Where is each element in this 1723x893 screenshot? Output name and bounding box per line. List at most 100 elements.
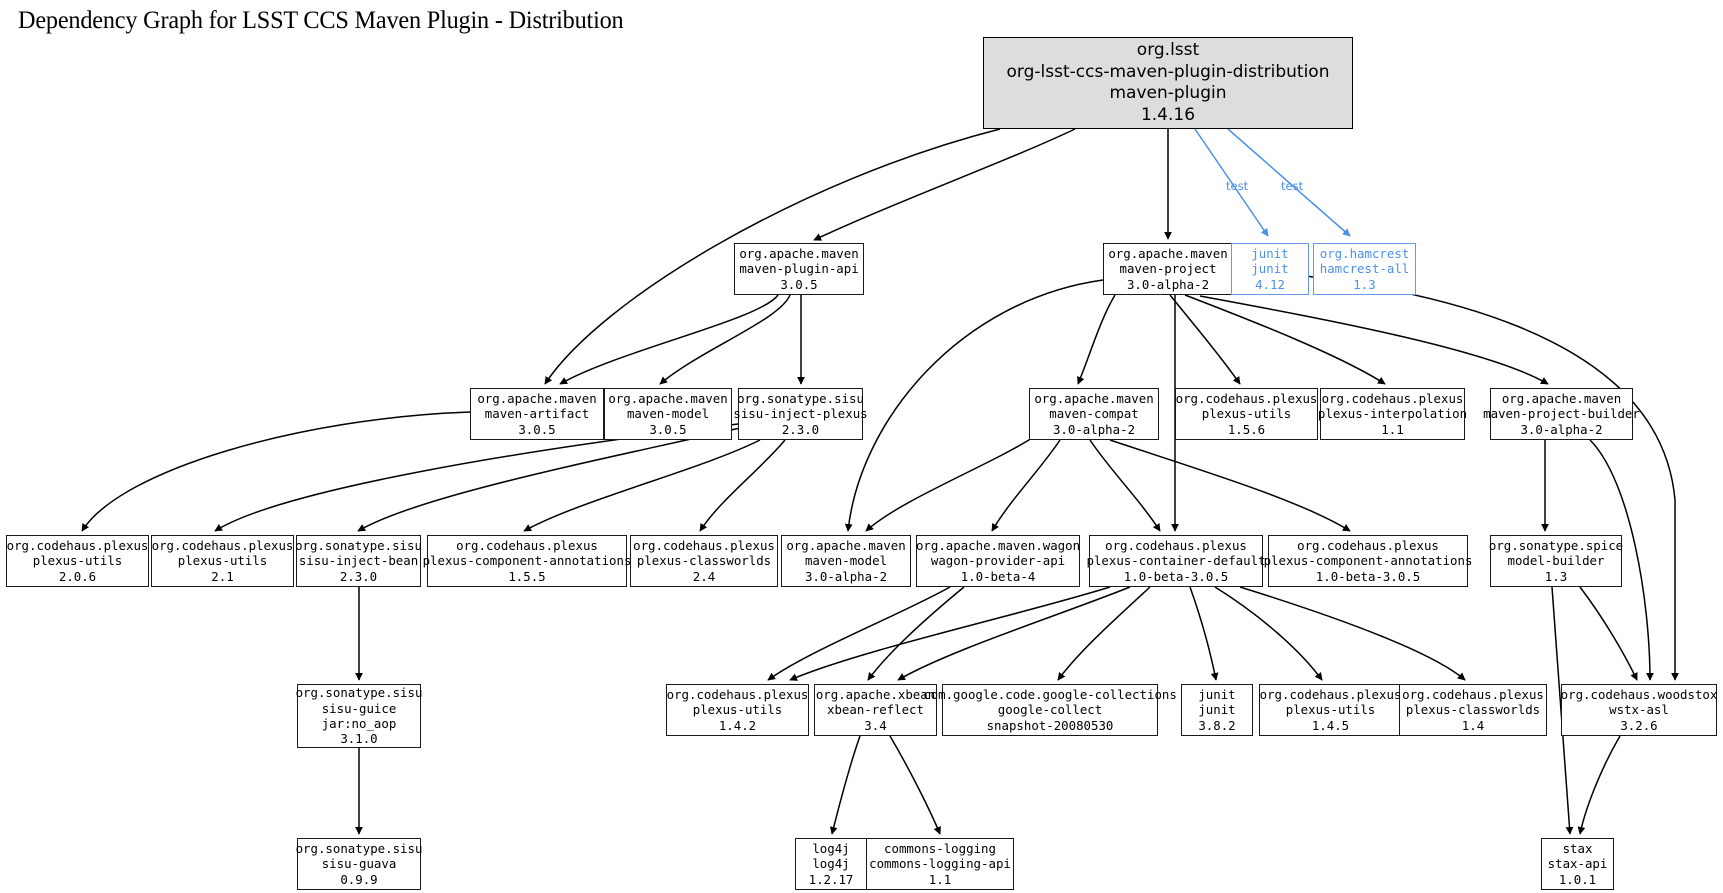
node-classw14-line-2: 1.4 <box>1461 717 1485 733</box>
node-pca155-line-0: org.codehaus.plexus <box>456 537 598 553</box>
edge-xbean-to-log4j <box>829 735 861 835</box>
node-sisu-guice-line-1: sisu-guice <box>321 700 397 716</box>
edge-woodstox-to-stax <box>1577 735 1621 835</box>
node-gcollect-line-0: com.google.code.google-collections <box>923 686 1177 702</box>
node-junit382-line-0: junit <box>1198 686 1236 702</box>
edge-project-to-compat <box>1077 294 1116 385</box>
node-plexus145-line-0: org.codehaus.plexus <box>1259 686 1402 702</box>
node-pcabeta-line-1: plexus-component-annotations <box>1263 553 1473 569</box>
node-sisu-guava-line-1: sisu-guava <box>321 856 397 872</box>
node-hamcrest-line-0: org.hamcrest <box>1319 245 1410 261</box>
node-plugin-api-line-2: 3.0.5 <box>780 276 818 292</box>
node-xbean-line-1: xbean-reflect <box>827 702 924 718</box>
edge-container-to-junit382 <box>1189 586 1219 681</box>
node-commons-log-line-1: commons-logging-api <box>869 856 1011 872</box>
node-stax-line-2: 1.0.1 <box>1558 871 1597 887</box>
node-project-line-0: org.apache.maven <box>1108 245 1228 261</box>
edge-container-to-classw14 <box>1239 586 1466 681</box>
edge-artifact-to-plexus206 <box>81 411 471 532</box>
node-projbuilder-line-0: org.apache.maven <box>1501 390 1622 406</box>
node-model305-line-0: org.apache.maven <box>608 390 728 406</box>
node-plexus206-line-0: org.codehaus.plexus <box>6 537 149 553</box>
node-sisu-plexus-line-2: 2.3.0 <box>781 421 820 437</box>
node-plexus206-line-2: 2.0.6 <box>58 568 97 584</box>
node-stax-line-0: stax <box>1562 840 1593 856</box>
edge-label-test-1: test <box>1281 179 1304 193</box>
node-junit412-line-1: junit <box>1251 261 1289 277</box>
node-classw14-line-1: plexus-classworlds <box>1405 702 1541 718</box>
node-plexus142-line-1: plexus-utils <box>692 702 783 718</box>
node-compat-line-0: org.apache.maven <box>1034 390 1154 406</box>
edge-container-to-plexus142 <box>789 586 1111 681</box>
node-pca155-line-2: 1.5.5 <box>508 568 546 584</box>
edge-sisu-plexus-to-pca155 <box>523 439 761 532</box>
node-woodstox-line-0: org.codehaus.woodstox <box>1560 686 1718 702</box>
edge-compat-to-pcabeta <box>1109 439 1351 532</box>
node-stax-line-1: stax-api <box>1547 856 1608 872</box>
node-plexus142-line-2: 1.4.2 <box>718 717 757 733</box>
node-model-alpha-line-1: maven-model <box>804 553 888 569</box>
node-compat-line-2: 3.0-alpha-2 <box>1052 421 1136 437</box>
edge-container-to-gcollect <box>1057 586 1151 681</box>
edge-plugin-api-to-artifact <box>559 294 779 385</box>
edge-container-to-xbean <box>897 586 1131 681</box>
node-plugin-api-line-0: org.apache.maven <box>739 245 859 261</box>
node-plexus21-line-0: org.codehaus.plexus <box>151 537 294 553</box>
node-pca155-line-1: plexus-component-annotations <box>422 553 632 569</box>
edge-projbuilder-to-woodstox <box>1589 439 1654 681</box>
node-plugin-api-line-1: maven-plugin-api <box>739 261 859 277</box>
edge-project-to-plexus156 <box>1169 294 1241 385</box>
node-sisu-bean-line-0: org.sonatype.sisu <box>295 537 422 553</box>
edge-paths <box>81 128 1679 835</box>
node-modelbuild-line-0: org.sonatype.spice <box>1488 537 1624 553</box>
node-wagon-line-0: org.apache.maven.wagon <box>915 537 1081 553</box>
node-woodstox-line-2: 3.2.6 <box>1620 717 1658 733</box>
node-junit382-line-2: 3.8.2 <box>1198 717 1236 733</box>
node-classw24-line-0: org.codehaus.plexus <box>633 537 775 553</box>
node-project-line-1: maven-project <box>1119 261 1217 277</box>
node-hamcrest-line-1: hamcrest-all <box>1319 261 1410 277</box>
node-interp11-line-0: org.codehaus.plexus <box>1321 390 1464 406</box>
node-sisu-guice-line-2: jar:no_aop <box>321 716 397 731</box>
node-woodstox-line-1: wstx-asl <box>1609 702 1669 718</box>
edge-modelbuild-to-woodstox <box>1579 586 1638 681</box>
node-log4j-line-1: log4j <box>812 856 850 872</box>
node-plexus21-line-2: 2.1 <box>211 568 234 584</box>
node-root-line-2: maven-plugin <box>1109 83 1227 103</box>
